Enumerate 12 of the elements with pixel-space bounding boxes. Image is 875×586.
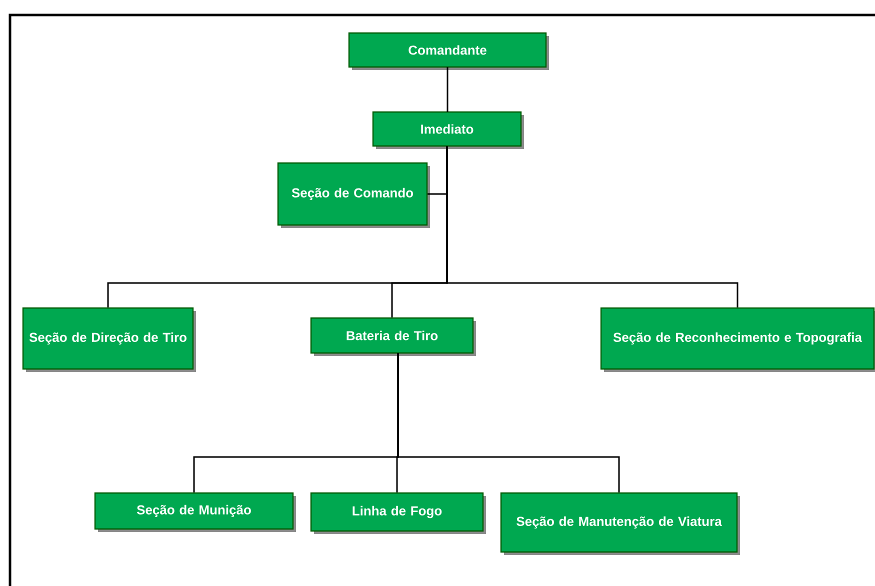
org-box: Seção de Reconhecimento e Topografia [600, 307, 875, 370]
connector-line [446, 146, 738, 308]
org-box: Comandante [348, 32, 547, 68]
org-box: Bateria de Tiro [310, 317, 474, 354]
org-box: Imediato [372, 111, 522, 147]
org-box: Seção de Comando [277, 162, 428, 226]
connector-line [397, 353, 620, 492]
org-box: Linha de Fogo [310, 492, 484, 532]
org-box: Seção de Munição [94, 492, 294, 530]
org-box: Seção de Manutenção de Viatura [500, 492, 738, 553]
org-box: Seção de Direção de Tiro [22, 307, 194, 370]
connector-line [446, 67, 448, 112]
